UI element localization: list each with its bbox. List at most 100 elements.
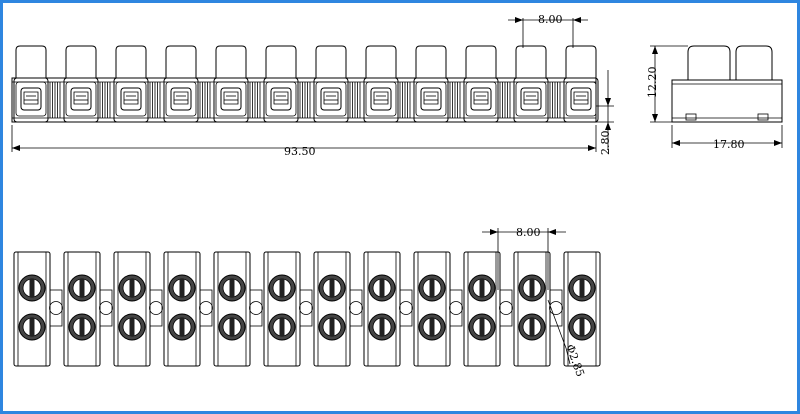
screw-cap <box>65 45 97 78</box>
wire-entry <box>170 87 192 111</box>
front-terminal-module <box>113 45 161 123</box>
top-housing <box>63 251 101 367</box>
housing-inner <box>265 81 297 117</box>
screw-slot <box>79 318 85 336</box>
wire-entry <box>220 87 242 111</box>
top-terminal-module <box>213 251 263 367</box>
screw-slot <box>129 279 135 297</box>
clamp-plate <box>323 91 339 105</box>
housing-inner <box>15 81 47 117</box>
side-cap <box>735 45 773 80</box>
wire-entry <box>320 87 342 111</box>
front-offset-label: 2.80 <box>599 131 612 156</box>
arrow <box>652 46 658 54</box>
top-terminal-module <box>63 251 113 367</box>
screw-cap <box>115 45 147 78</box>
top-terminal-module <box>513 251 563 367</box>
screw-cap <box>415 45 447 78</box>
bridge <box>449 289 463 327</box>
screw-slot <box>179 279 185 297</box>
housing-inner <box>365 81 397 117</box>
front-terminal-module <box>463 45 511 123</box>
housing-inner <box>115 81 147 117</box>
screw-cap <box>15 45 47 78</box>
top-housing <box>413 251 451 367</box>
front-terminal-module <box>413 45 461 123</box>
bridge <box>349 289 363 327</box>
screw-slot <box>529 318 535 336</box>
clamp-plate <box>123 91 139 105</box>
side-view <box>650 45 783 148</box>
bridge <box>499 289 513 327</box>
screw-slot <box>479 279 485 297</box>
bridge <box>49 289 63 327</box>
clamp-plate <box>523 91 539 105</box>
mounting-hole <box>299 301 313 315</box>
housing <box>363 77 399 123</box>
bridge <box>99 289 113 327</box>
top-terminal-module <box>463 251 513 367</box>
arrow <box>672 140 680 146</box>
top-housing <box>513 251 551 367</box>
side-width-label: 17.80 <box>713 138 745 151</box>
screw-slot <box>479 318 485 336</box>
front-terminal-module <box>13 45 61 123</box>
housing <box>513 77 549 123</box>
screw-slot <box>529 279 535 297</box>
housing-inner <box>565 81 597 117</box>
top-hole-label: Φ2.85 <box>563 343 587 379</box>
front-terminal-module <box>513 45 561 123</box>
wire-entry <box>520 87 542 111</box>
clamp-plate <box>573 91 589 105</box>
top-terminal-module <box>413 251 463 367</box>
screw-cap <box>465 45 497 78</box>
screw-slot <box>29 279 35 297</box>
housing <box>563 77 599 123</box>
mounting-hole <box>249 301 263 315</box>
clamp-plate <box>173 91 189 105</box>
mounting-hole <box>99 301 113 315</box>
clamp-plate <box>23 91 39 105</box>
side-foot <box>685 113 697 121</box>
screw-slot <box>579 279 585 297</box>
screw-cap <box>165 45 197 78</box>
screw-slot <box>429 279 435 297</box>
front-length-label: 93.50 <box>284 145 316 158</box>
wire-entry <box>370 87 392 111</box>
wire-entry <box>470 87 492 111</box>
top-terminal-module <box>563 251 601 367</box>
screw-cap <box>515 45 547 78</box>
top-view <box>13 228 601 367</box>
front-terminal-module <box>213 45 261 123</box>
housing-inner <box>215 81 247 117</box>
arrow <box>605 122 611 130</box>
screw-slot <box>429 318 435 336</box>
arrow <box>652 114 658 122</box>
top-housing <box>363 251 401 367</box>
mounting-hole <box>349 301 363 315</box>
housing-inner <box>65 81 97 117</box>
front-pitch-label: 8.00 <box>538 13 563 26</box>
leader-line <box>547 299 567 349</box>
mounting-hole <box>449 301 463 315</box>
front-terminal-module <box>263 45 311 123</box>
arrow <box>774 140 782 146</box>
front-view <box>11 17 614 152</box>
top-housing <box>313 251 351 367</box>
clamp-plate <box>73 91 89 105</box>
top-housing <box>163 251 201 367</box>
clamp-plate <box>473 91 489 105</box>
clamp-plate <box>223 91 239 105</box>
housing <box>163 77 199 123</box>
housing <box>213 77 249 123</box>
screw-slot <box>229 279 235 297</box>
bridge <box>399 289 413 327</box>
mounting-hole <box>199 301 213 315</box>
screw-cap <box>315 45 347 78</box>
screw-slot <box>179 318 185 336</box>
screw-slot <box>279 279 285 297</box>
front-terminal-module <box>163 45 211 123</box>
screw-cap <box>365 45 397 78</box>
